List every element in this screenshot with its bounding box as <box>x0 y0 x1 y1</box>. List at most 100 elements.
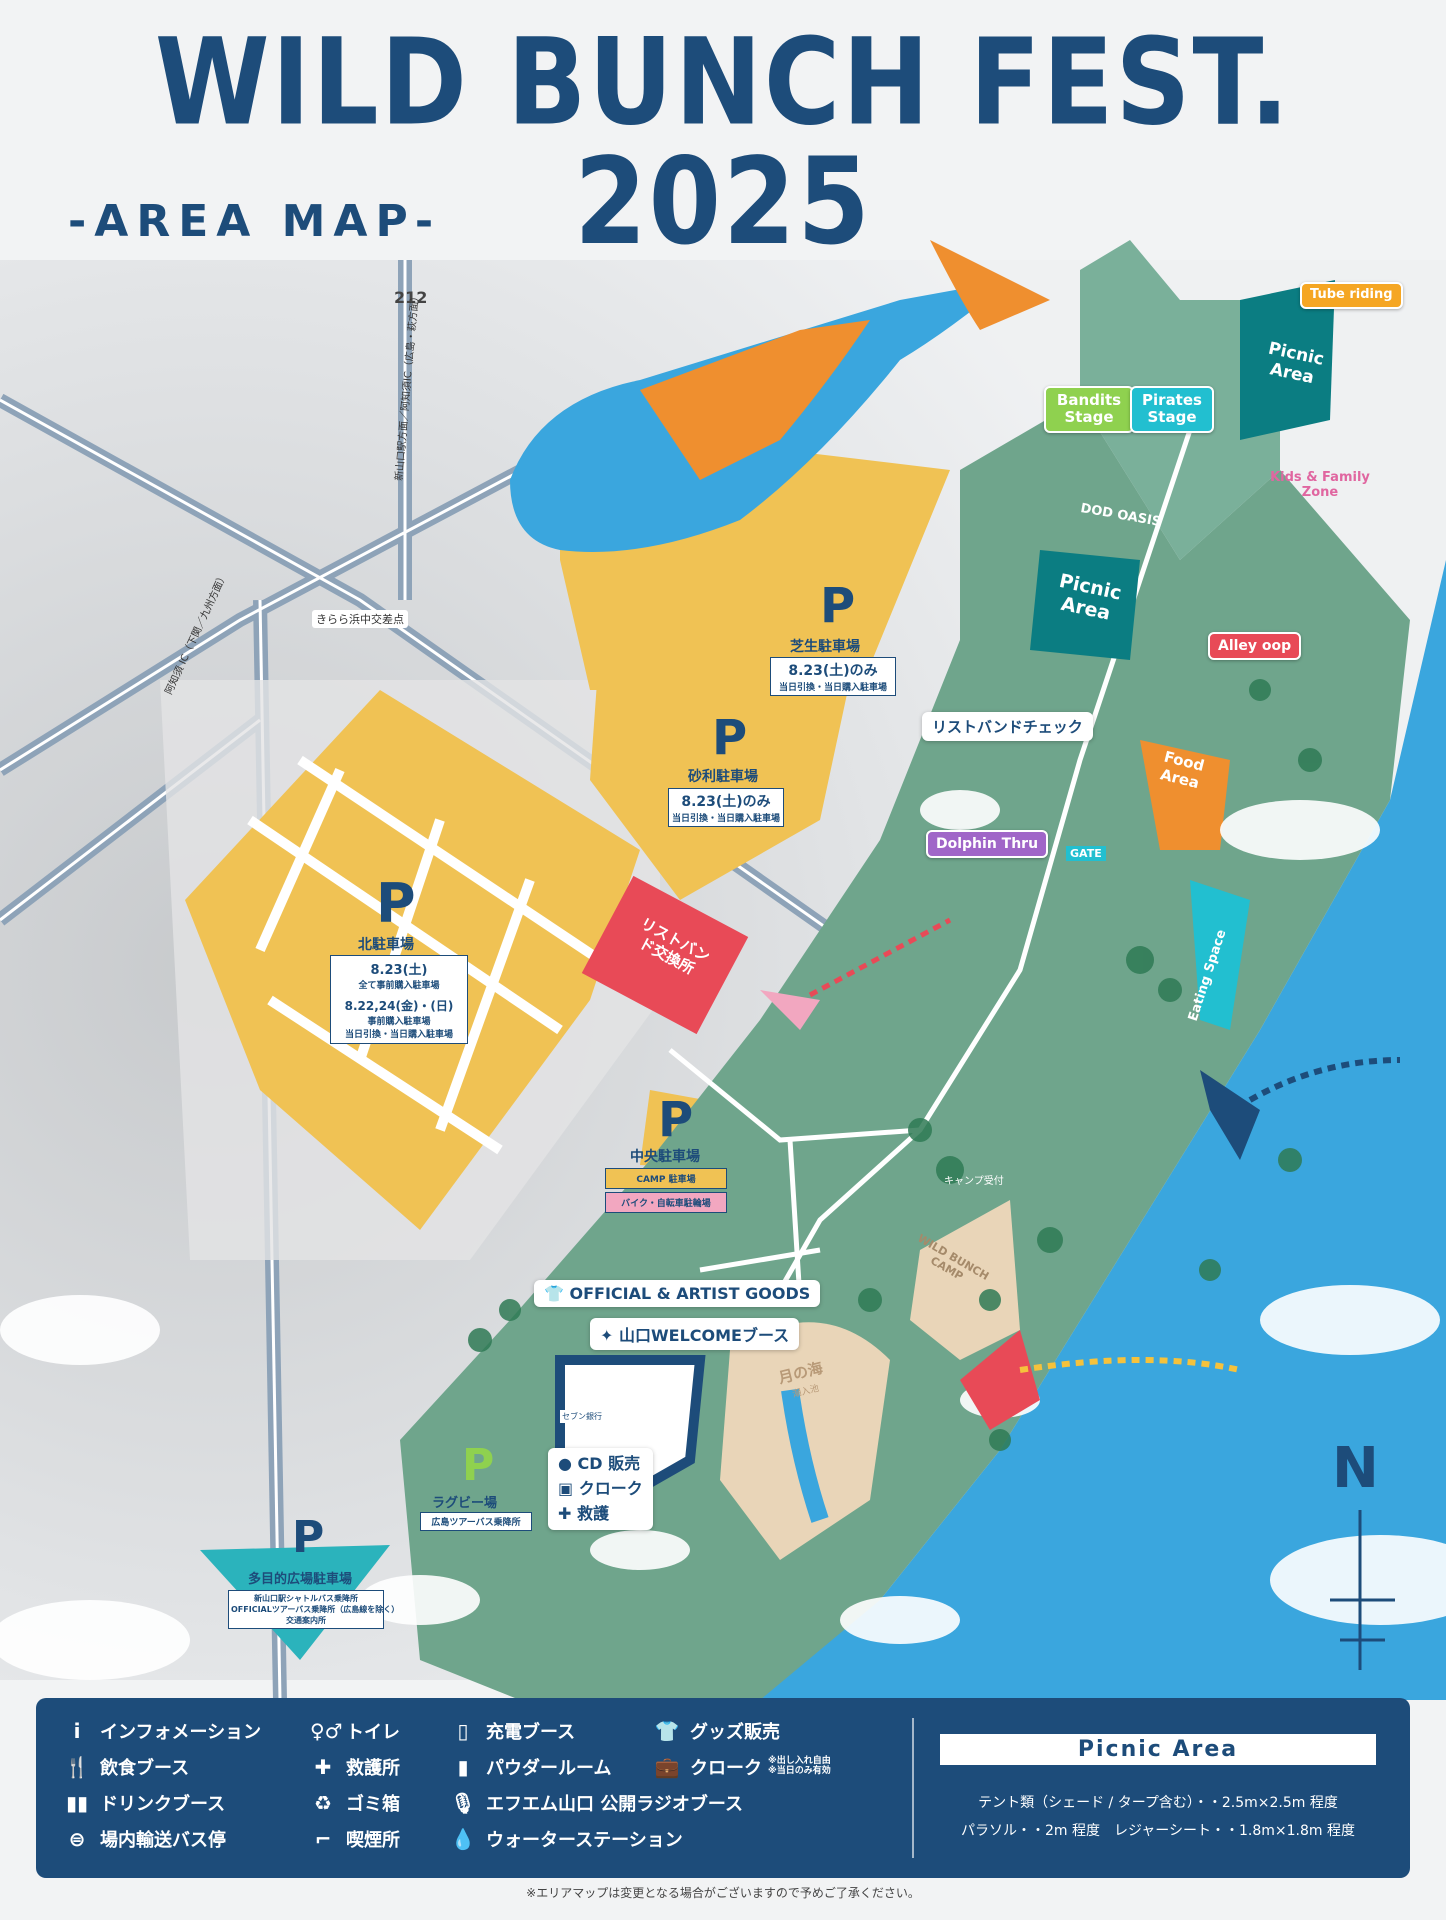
alley-oop-label: Alley oop <box>1208 632 1302 661</box>
first-aid-icon: ✚ <box>314 1755 332 1779</box>
tshirt-icon: 👕 <box>544 1284 570 1303</box>
toilet-icon: ♀♂ <box>310 1719 343 1743</box>
wristband-exchange <box>581 875 749 1035</box>
camp-reception-label: キャンプ受付 <box>944 1176 1004 1187</box>
seven-bank-label: セブン銀行 <box>560 1410 604 1423</box>
parking-tamokuteki-name: 多目的広場駐車場 <box>248 1572 353 1587</box>
legend-item: 💧ウォーターステーション <box>450 1827 683 1851</box>
parking-kita-date1: 8.23(土) <box>370 963 428 978</box>
wristband-check-label: リストバンドチェック <box>922 712 1093 741</box>
sea <box>760 560 1446 1700</box>
legend-item: ⌐喫煙所 <box>310 1826 400 1852</box>
briefcase-icon: 💼 <box>654 1755 680 1779</box>
parking-chuo-name: 中央駐車場 <box>630 1149 700 1165</box>
parking-shiba-date: 8.23(土)のみ <box>788 663 878 679</box>
official-goods-text: OFFICIAL & ARTIST GOODS <box>569 1284 811 1303</box>
parking-shiba-date-box: 8.23(土)のみ 当日引換・当日購入駐車場 <box>770 657 896 696</box>
walkways <box>668 429 1193 1301</box>
tshirt-icon: 👕 <box>654 1719 680 1743</box>
legend-item: ♻ゴミ箱 <box>310 1790 400 1816</box>
legend-divider <box>912 1718 914 1858</box>
first-aid-item: ✚ 救護 <box>558 1502 643 1527</box>
cloak-note-1: ※出し入れ自由 <box>768 1756 831 1767</box>
globe-icon: ● <box>558 1454 578 1473</box>
eating-space <box>1190 880 1250 1030</box>
cross-icon: ✚ <box>558 1503 577 1523</box>
kite-illustrations <box>760 917 1401 1430</box>
route-number: 212 <box>394 288 428 307</box>
parking-p-jari: P <box>712 710 748 766</box>
parking-kita-date-box: 8.23(土) 全て事前購入駐車場 8.22,24(金)・(日) 事前購入駐車場… <box>330 955 468 1044</box>
parking-shiba-note: 当日引換・当日購入駐車場 <box>778 683 887 693</box>
kids-family-zone-label: Kids & Family Zone <box>1270 470 1370 500</box>
water-drop-icon: 💧 <box>450 1827 476 1851</box>
service-booth-box: ● CD 販売 ▣ クローク ✚ 救護 <box>548 1448 653 1531</box>
parking-kita-note3: 当日引換・当日購入駐車場 <box>344 1030 453 1040</box>
cd-sales-item: ● CD 販売 <box>558 1452 643 1477</box>
info-icon: i <box>73 1719 81 1743</box>
parking-p-rugby: P <box>462 1440 495 1491</box>
compass-north-label: N <box>1332 1436 1379 1501</box>
legend-item: ▯充電ブース <box>450 1718 575 1744</box>
lipstick-icon: ▮ <box>457 1755 469 1779</box>
cloak-item: ▣ クローク <box>558 1477 643 1502</box>
cloak-note-2: ※当日のみ有効 <box>768 1766 831 1776</box>
parking-shiba-name: 芝生駐車場 <box>790 639 860 655</box>
parking-tamokuteki-note-box: 新山口駅シャトルバス乗降所 OFFICIALツアーバス乗降所（広島線を除く） 交… <box>228 1590 400 1629</box>
dolphin-thru-label: Dolphin Thru <box>926 830 1049 859</box>
food-area <box>1140 740 1230 850</box>
compass-needle <box>1330 1510 1395 1670</box>
legend-item: ▮▮ドリンクブース <box>65 1791 226 1815</box>
picnic-rule-1: テント類（シェード / タープ含む）・・2.5m×2.5m 程度 <box>978 1795 1338 1811</box>
bandits-stage-label: Bandits Stage <box>1044 386 1134 433</box>
parking-rugby-name: ラグビー場 <box>432 1496 498 1511</box>
parking-kita-note1: 全て事前購入駐車場 <box>358 981 440 991</box>
legend-item: ▮パウダールーム <box>450 1754 611 1780</box>
parking-p-shiba: P <box>820 578 856 634</box>
parking-jari-note: 当日引換・当日購入駐車場 <box>671 814 780 824</box>
parking-chuo-bike: バイク・自転車駐輪場 <box>605 1192 727 1213</box>
legend-item: 👕グッズ販売 <box>654 1719 780 1743</box>
parking-p-kita: P <box>376 872 416 935</box>
bus-stop-icon: ⊜ <box>68 1827 86 1851</box>
parking-kita-date2: 8.22,24(金)・(日) <box>344 999 454 1013</box>
legend-item: 🎙エフエム山口 公開ラジオブース <box>450 1791 744 1815</box>
recycle-icon: ♻ <box>314 1791 332 1815</box>
welcome-booth-text: 山口WELCOMEブース <box>618 1326 790 1345</box>
parking-kita-note2: 事前購入駐車場 <box>367 1017 431 1027</box>
picnic-rules-title: Picnic Area <box>940 1734 1376 1765</box>
parking-chuo-camp: CAMP 駐車場 <box>605 1168 727 1189</box>
legend-item: 🍴飲食ブース <box>64 1755 190 1779</box>
first-aid-text: 救護 <box>576 1503 609 1523</box>
parking-kita-name: 北駐車場 <box>358 937 414 953</box>
briefcase-icon: ▣ <box>558 1478 579 1498</box>
official-goods-label: 👕 OFFICIAL & ARTIST GOODS <box>534 1280 821 1307</box>
parking-tamokuteki-note3: 交通案内所 <box>286 1616 326 1625</box>
pirates-stage-label: Pirates Stage <box>1130 386 1214 433</box>
legend-item: ⊜場内輸送バス停 <box>64 1826 226 1852</box>
fork-knife-icon: 🍴 <box>64 1755 90 1779</box>
legend-item: ✚救護所 <box>310 1754 400 1780</box>
tube-riding-label: Tube riding <box>1300 282 1403 309</box>
sparkle-icon: ✦ <box>600 1326 619 1345</box>
picnic-rule-2: パラソル・・2m 程度 レジャーシート・・1.8m×1.8m 程度 <box>961 1823 1355 1839</box>
cloak-text: クローク <box>578 1478 643 1498</box>
parking-tamokuteki-note1: 新山口駅シャトルバス乗降所 <box>254 1594 358 1603</box>
cd-sales-text: CD 販売 <box>577 1454 641 1473</box>
drink-icon: ▮▮ <box>65 1791 88 1815</box>
parking-tamokuteki-note2: OFFICIALツアーバス乗降所（広島線を除く） <box>231 1605 400 1614</box>
charging-icon: ▯ <box>457 1719 469 1743</box>
microphone-icon: 🎙 <box>450 1791 476 1815</box>
parking-jari-date-box: 8.23(土)のみ 当日引換・当日購入駐車場 <box>668 788 784 827</box>
picnic-area-top <box>1240 280 1335 440</box>
legend-item: 💼クローク ※出し入れ自由 ※当日のみ有効 <box>654 1755 831 1779</box>
whale-illustration <box>510 240 1050 552</box>
gate-label: GATE <box>1066 846 1106 861</box>
parking-p-chuo: P <box>658 1092 694 1148</box>
page-subtitle: -AREA MAP- <box>68 196 442 247</box>
jari-parking-lot <box>590 640 850 900</box>
smoking-icon: ⌐ <box>314 1827 332 1851</box>
